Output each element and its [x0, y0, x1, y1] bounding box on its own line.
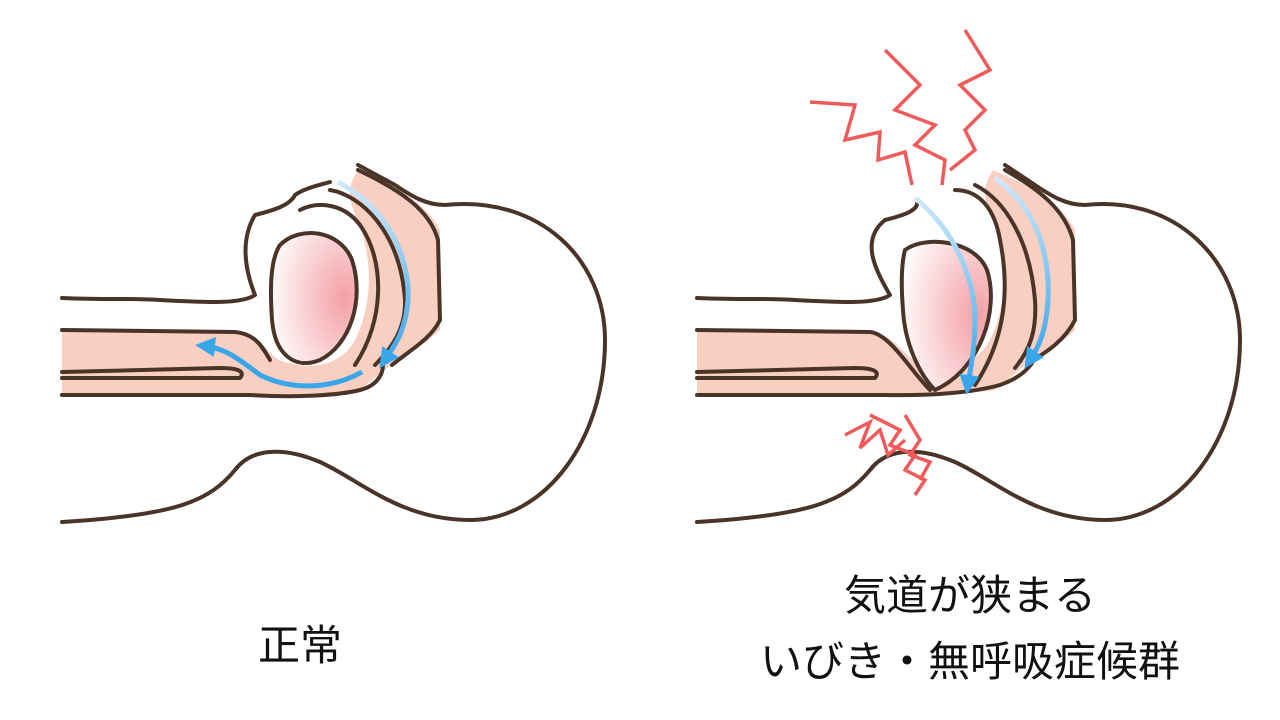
airflow-arrow: [195, 337, 364, 389]
snore-lines: [809, 29, 993, 496]
airflow-arrow: [993, 175, 1051, 369]
airflow-arrow: [336, 179, 411, 369]
caption-normal: 正常: [257, 621, 342, 670]
normal-head: [60, 163, 607, 524]
narrowed-airway-head: [695, 163, 1242, 524]
caption-snoring-apnea: いびき・無呼吸症候群: [759, 637, 1180, 686]
airflow-arrow: [913, 196, 980, 395]
caption-narrowed-airway: 気道が狭まる: [843, 571, 1096, 620]
